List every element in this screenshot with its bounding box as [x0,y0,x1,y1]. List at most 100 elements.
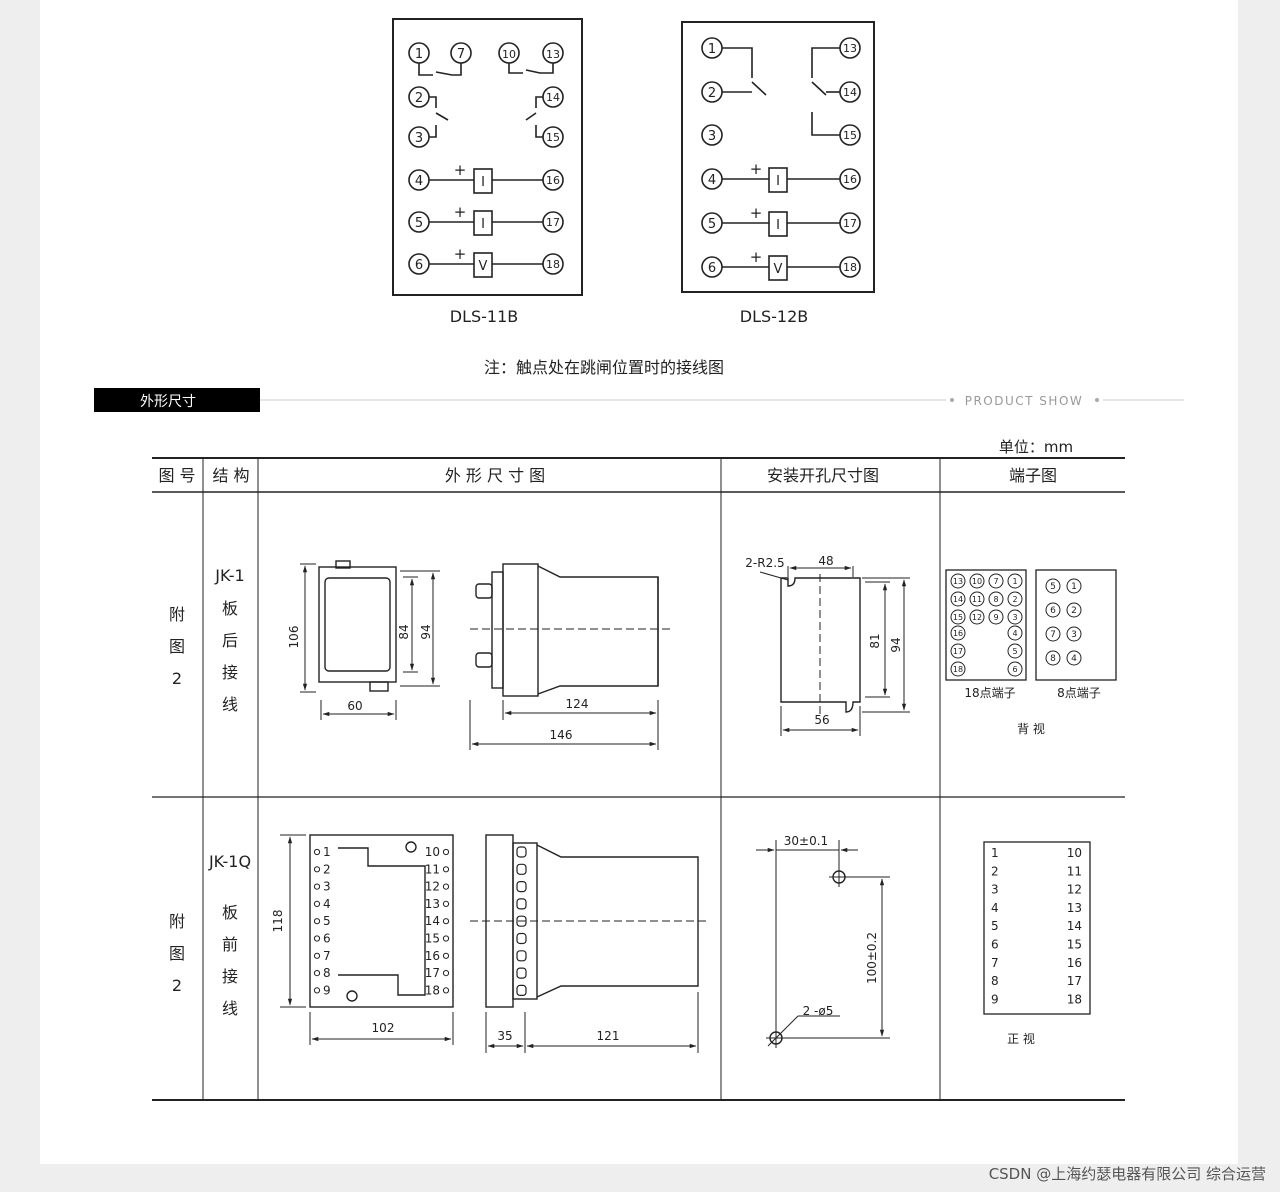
terminal-label: 17 [546,216,560,229]
terminal-number: 1 [1012,577,1017,586]
terminal-8-item: 6 [1045,602,1061,618]
terminal-number: 2 [1071,606,1077,616]
terminal-dot [313,970,321,977]
coil-row-3 [408,252,564,278]
dim-94-cutout: 94 [889,637,903,652]
fig-label: 附 [169,912,185,931]
terminal-18-item: 11 [969,591,985,607]
terminal-label: 15 [546,131,560,144]
terminal-number: 8 [993,595,998,604]
terminal-label: 5 [708,217,716,232]
dim-94: 94 [419,624,433,639]
coil-row-1 [701,167,861,193]
coil-symbol: V [479,259,488,274]
model-label: JK-1 [214,566,244,585]
terminal-18-item: 14 [950,591,966,607]
terminal-number: 6 [1050,606,1056,616]
terminal-dot [442,918,450,925]
front-terminal-number: 4 [323,897,331,911]
struct-label: 线 [222,999,238,1018]
terminal-label: 2 [708,86,716,101]
terminal-label: 3 [415,131,423,146]
dim-30: 30±0.1 [784,834,828,848]
front-terminal-number: 8 [323,966,331,980]
terminal-label: 1 [415,47,423,62]
front-terminal-number: 12 [425,880,440,894]
header-outline: 外 形 尺 寸 图 [445,466,545,485]
terminal-list-number: 11 [1067,864,1082,878]
terminal-18-item: 1 [1007,573,1023,589]
terminal-label: 13 [546,48,560,61]
dimension-table-grid [152,457,1125,1101]
front-terminal-number: 1 [323,845,331,859]
model-label: JK-1Q [208,852,251,871]
terminal-number: 11 [972,595,982,604]
dim-106: 106 [287,626,301,649]
terminal-8-item: 7 [1045,626,1061,642]
terminal-list-number: 16 [1067,956,1082,970]
terminal-dot [313,918,321,925]
terminal-label: 6 [415,258,423,273]
front-terminal-number: 18 [425,983,440,997]
terminal-list-number: 1 [991,846,999,860]
terminal-number: 6 [1012,665,1017,674]
label-18-terminal: 18点端子 [964,686,1015,700]
terminal-number: 3 [1012,613,1017,622]
terminal-stud [516,880,527,893]
coil-symbol: I [481,217,485,232]
terminal-list-number: 2 [991,864,999,878]
header-fig-no: 图 号 [158,466,195,485]
terminal-dot [442,970,450,977]
front-terminal-number: 14 [425,914,440,928]
front-terminal-number: 17 [425,966,440,980]
terminal-18-item: 13 [950,573,966,589]
front-terminal-number: 2 [323,862,331,876]
terminal-number: 2 [1012,595,1017,604]
struct-label: 线 [222,695,238,714]
plus-sign: + [750,204,763,222]
jk1q-cutout-drawing [756,840,890,1048]
terminal-dot [442,848,450,856]
terminal-18-item: 3 [1007,609,1023,625]
coil-symbol: V [774,262,783,277]
wiring-note: 注：触点处在跳闸位置时的接线图 [484,358,724,377]
terminal-number: 8 [1050,654,1056,664]
terminal-18-item: 6 [1007,661,1023,677]
row2-labels: 附 图 2 JK-1Q 板 前 接 线 [169,852,251,1018]
terminal-block-18 [945,569,1117,681]
plus-sign: + [454,245,467,263]
terminal-stud [516,984,527,997]
terminal-list-number: 17 [1067,974,1082,988]
plus-sign: + [750,160,763,178]
terminal-dot [442,987,450,994]
dim-81: 81 [868,633,882,648]
unit-label: 单位：mm [999,438,1073,456]
coil-row-2 [408,210,564,236]
terminal-dot [313,952,321,959]
terminal-list-number: 9 [991,992,999,1006]
terminal-8-item: 1 [1066,578,1082,594]
fig-label: 图 [169,637,185,656]
dim-100: 100±0.2 [865,932,879,984]
coil-row-1 [408,168,564,194]
terminal-stud [516,950,527,962]
terminal-label: 17 [843,217,857,230]
terminal-list-number: 13 [1067,901,1082,915]
dim-2-d5: 2 -ø5 [803,1004,834,1018]
terminal-dot [442,883,450,890]
front-terminal-number: 7 [323,949,331,963]
dim-r2-5: 2-R2.5 [745,556,784,570]
terminal-stud [516,967,527,979]
front-terminal-number: 16 [425,949,440,963]
terminal-list-number: 15 [1067,938,1082,952]
terminal-label: 10 [502,48,516,61]
terminal-stud [516,932,527,945]
fig-label: 附 [169,605,185,624]
terminal-number: 9 [993,613,998,622]
terminal-list-number: 18 [1067,992,1082,1006]
terminal-number: 1 [1071,582,1077,592]
terminal-18-item: 7 [988,573,1004,589]
front-terminal-number: 3 [323,880,331,894]
terminal-number: 3 [1071,630,1077,640]
